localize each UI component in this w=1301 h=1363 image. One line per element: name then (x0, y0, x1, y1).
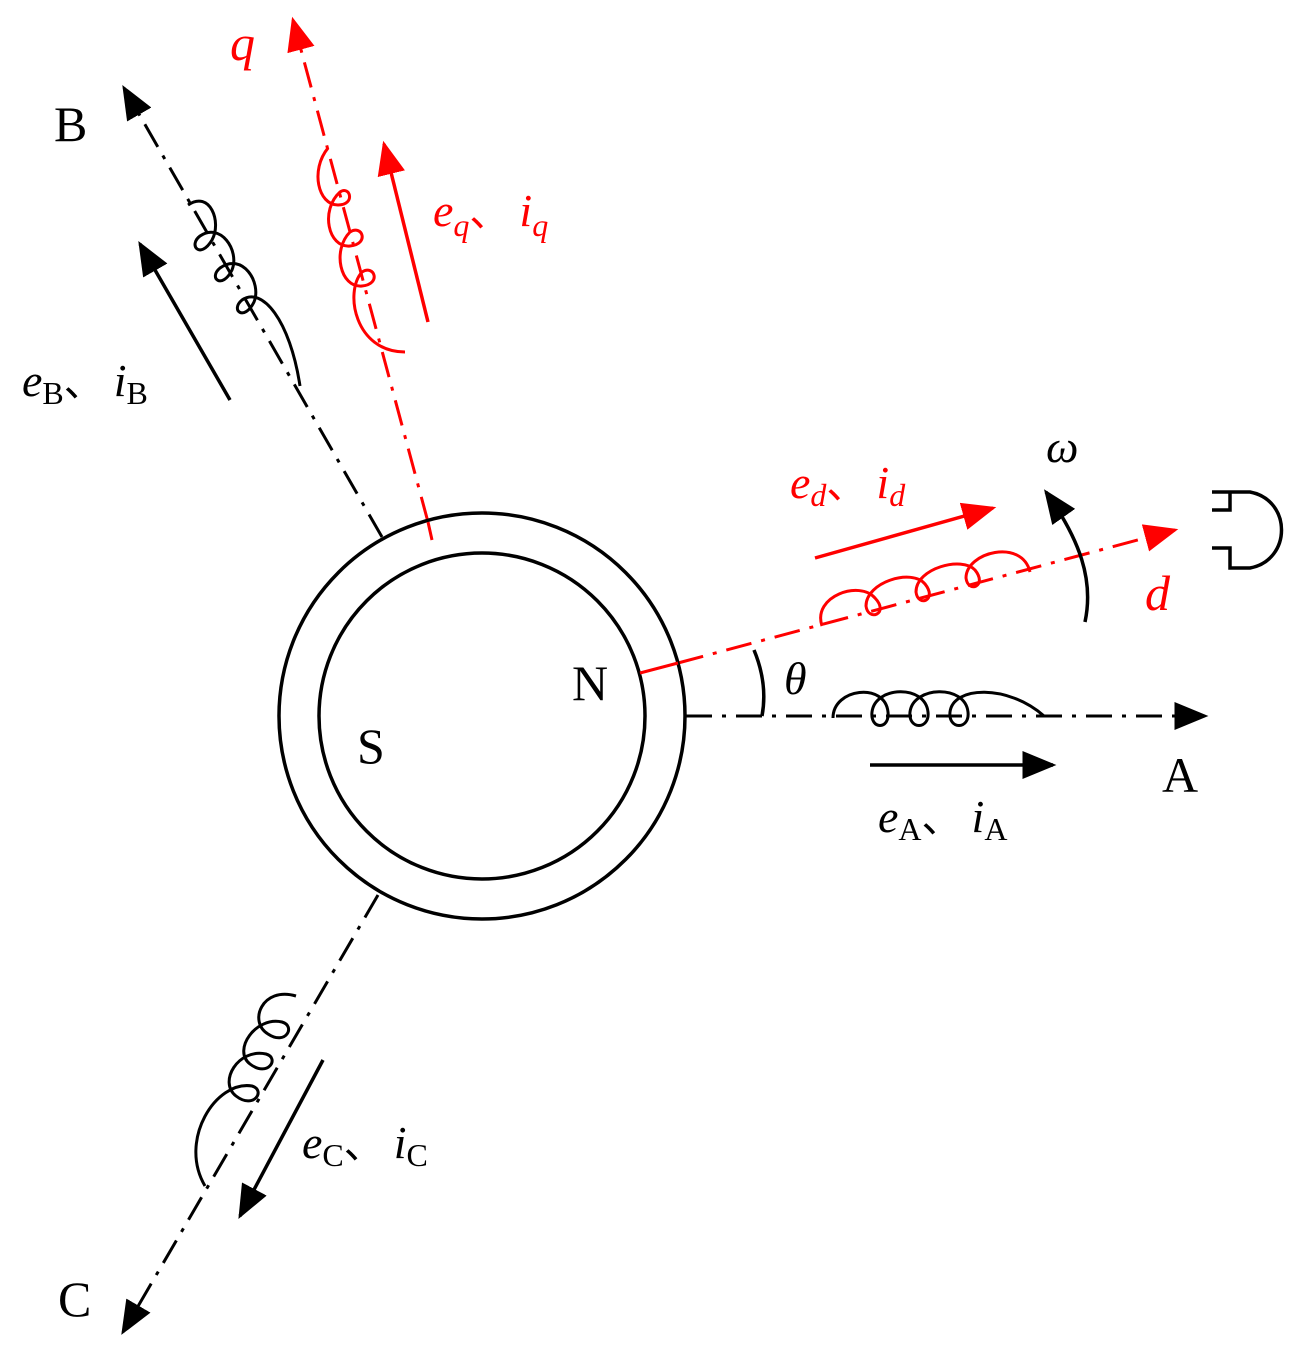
vector-c-i: i (394, 1117, 407, 1168)
rotor-inner-circle (317, 551, 647, 881)
vector-q-label: eq、iq (433, 185, 548, 243)
vector-q-e-sub: q (453, 207, 469, 243)
axis-q-label: q (230, 15, 255, 71)
angle-theta-arc (752, 649, 766, 717)
coil-d (819, 550, 1032, 627)
vector-c-e: e (302, 1117, 322, 1168)
coil-a (831, 690, 1045, 727)
vector-a-e: e (878, 791, 898, 842)
vector-b-e: e (22, 355, 42, 406)
vector-q-i: i (519, 185, 532, 236)
axis-d-line (677, 524, 1179, 665)
rotation-omega-arc (1044, 489, 1090, 623)
vector-d-i-sub: d (889, 477, 906, 513)
axis-b-label: B (54, 96, 87, 152)
axis-a-label: A (1162, 747, 1198, 803)
vector-b-i: i (114, 355, 127, 406)
rotor-south-label: S (357, 718, 385, 774)
axis-q-line (287, 16, 430, 523)
coil-b (187, 199, 302, 387)
vector-q-sep: 、 (469, 190, 509, 235)
vector-a-i: i (972, 791, 985, 842)
shaft-symbol (1212, 490, 1284, 570)
vector-a-i-sub: A (984, 811, 1007, 847)
axis-d-tick (639, 661, 679, 675)
rotation-omega-label: ω (1046, 421, 1078, 472)
vector-c-e-sub: C (322, 1137, 343, 1173)
vector-d-arrow (814, 502, 997, 560)
rotor-north-label: N (572, 655, 608, 711)
vector-d-label: ed、id (790, 457, 906, 513)
axis-c-label: C (58, 1271, 91, 1327)
vector-c-sep: 、 (344, 1122, 384, 1167)
coil-q (316, 147, 406, 354)
vector-a-e-sub: A (898, 811, 921, 847)
angle-theta-label: θ (784, 653, 807, 704)
vector-q-e: e (433, 185, 453, 236)
vector-c-arrow (238, 1059, 325, 1220)
vector-d-e-sub: d (810, 477, 827, 513)
vector-a-sep: 、 (922, 796, 962, 841)
vector-a-label: eA、iA (878, 791, 1007, 847)
axis-d-label: d (1145, 565, 1171, 621)
vector-c-i-sub: C (407, 1137, 428, 1173)
vector-q-i-sub: q (532, 207, 548, 243)
vector-d-e: e (790, 457, 810, 508)
vector-d-i: i (876, 457, 889, 508)
vector-d-sep: 、 (826, 462, 866, 507)
vector-c-label: eC、iC (302, 1117, 428, 1173)
vector-b-arrow (138, 241, 232, 401)
vector-b-label: eB、iB (22, 355, 148, 411)
vector-b-sep: 、 (64, 360, 104, 405)
axis-b-line (122, 85, 384, 538)
coil-c (194, 992, 297, 1187)
axis-q-tick (426, 521, 434, 541)
vector-q-arrow (377, 140, 430, 323)
vector-b-i-sub: B (127, 375, 148, 411)
vector-b-e-sub: B (42, 375, 63, 411)
axis-c-line (121, 894, 380, 1335)
